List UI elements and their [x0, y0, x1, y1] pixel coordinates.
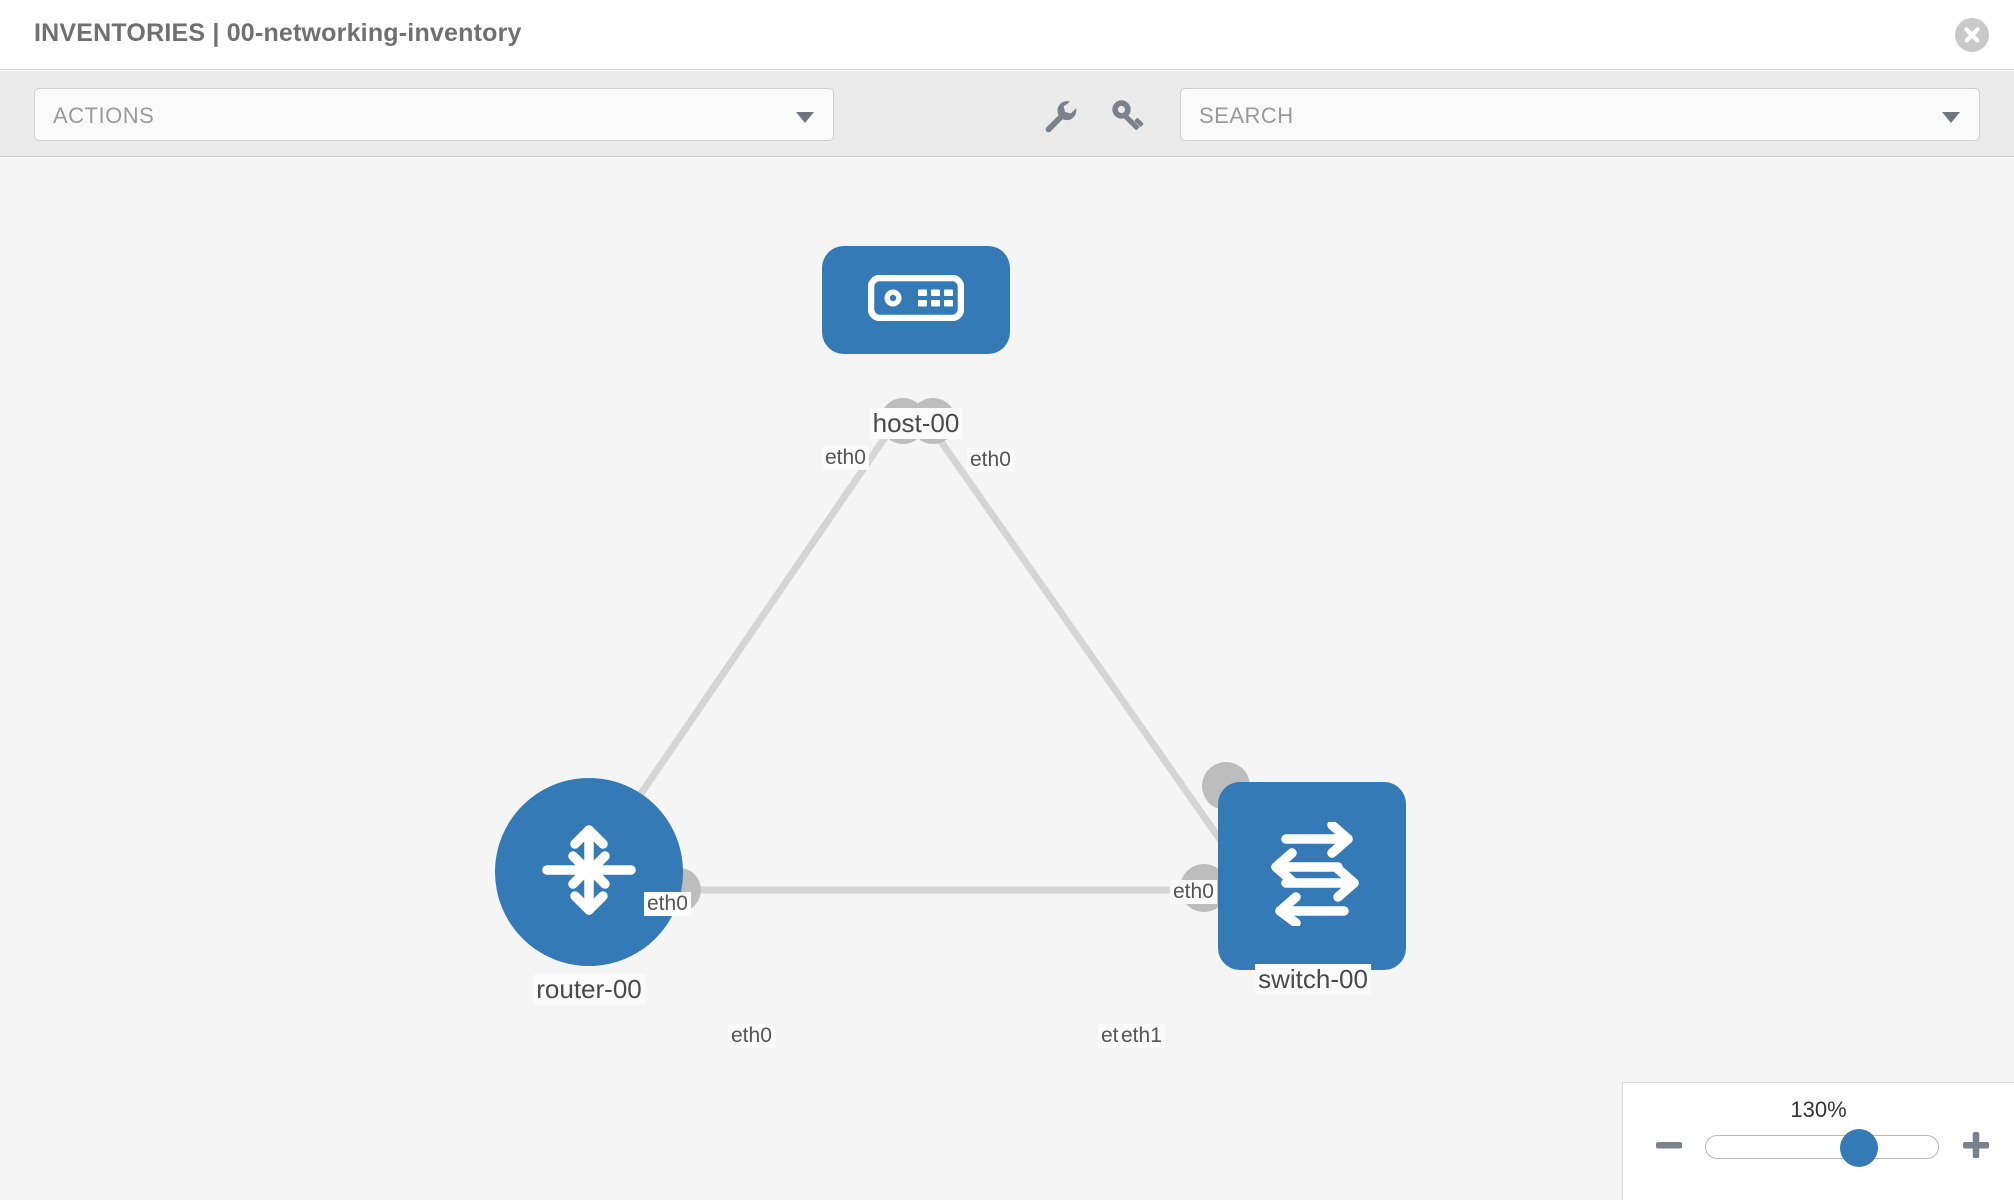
node-switch-00-shape: [1218, 782, 1406, 970]
search-placeholder: SEARCH: [1199, 103, 1294, 128]
wrench-icon[interactable]: [1040, 95, 1080, 135]
zoom-in-button[interactable]: [1960, 1129, 1992, 1161]
page-title: INVENTORIES | 00-networking-inventory: [34, 19, 522, 47]
server-icon: [867, 274, 965, 326]
node-router-00-shape: [495, 778, 683, 966]
edge-label-host-eth0-left: eth0: [822, 446, 869, 470]
zoom-control-panel: 130%: [1622, 1082, 2014, 1200]
chevron-down-icon: [1942, 112, 1960, 123]
key-icon[interactable]: [1108, 95, 1148, 135]
node-host-00-label: host-00: [869, 408, 963, 439]
actions-dropdown-label: ACTIONS: [53, 103, 155, 128]
edge-label-switch-eth0-up: eth0: [1170, 880, 1217, 904]
zoom-slider-thumb[interactable]: [1840, 1129, 1879, 1167]
toolbar: ACTIONS SEARCH: [0, 71, 2014, 157]
node-router-00[interactable]: router-00: [495, 778, 701, 1008]
edge-label-switch-eth1: eth1: [1118, 1024, 1165, 1048]
close-icon[interactable]: [1955, 18, 1989, 52]
zoom-out-button[interactable]: [1653, 1129, 1685, 1161]
edge-label-host-eth0-right: eth0: [967, 448, 1014, 472]
zoom-percent-label: 130%: [1790, 1097, 1847, 1122]
node-router-00-label: router-00: [533, 974, 645, 1005]
actions-dropdown[interactable]: ACTIONS: [34, 88, 834, 141]
switch-arrows-icon: [1256, 819, 1368, 931]
node-host-00-shape: [822, 246, 1010, 354]
search-input[interactable]: SEARCH: [1180, 88, 1980, 141]
router-arrows-icon: [537, 818, 641, 927]
zoom-slider[interactable]: [1705, 1129, 1939, 1167]
node-switch-00[interactable]: switch-00: [1180, 762, 1406, 1008]
chevron-down-icon: [796, 112, 814, 123]
node-host-00[interactable]: host-00: [822, 246, 1010, 444]
edge-label-router-eth0-right: eth0: [728, 1024, 775, 1048]
edge-label-router-eth0-up: eth0: [644, 892, 691, 916]
node-switch-00-label: switch-00: [1255, 964, 1371, 995]
page-header: INVENTORIES | 00-networking-inventory: [0, 0, 2014, 70]
topology-canvas[interactable]: host-00 eth0 eth0: [0, 158, 2014, 1200]
